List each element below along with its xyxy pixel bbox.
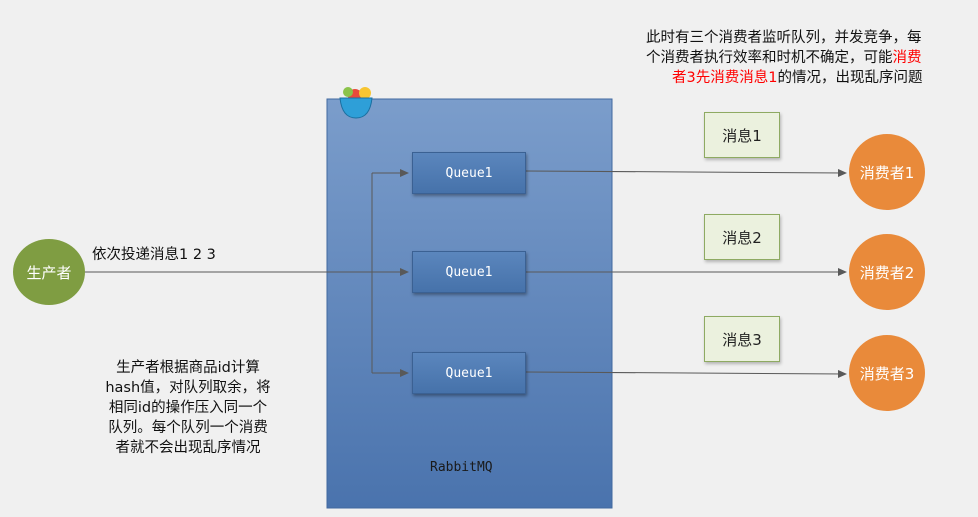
queue-2: Queue1: [412, 251, 526, 293]
consumer-2-node: 消费者2: [849, 234, 925, 310]
competition-note-line-2: 个消费者执行效率和时机不确定，可能消费: [646, 48, 976, 68]
ordering-note-line-1: 生产者根据商品id计算: [116, 360, 260, 376]
queue-1-label: Queue1: [445, 165, 493, 181]
competition-note-line-3-text: 的情况，出现乱序问题: [777, 70, 923, 86]
message-1-box: 消息1: [704, 112, 780, 158]
send-order-label: 依次投递消息1 2 3: [92, 245, 216, 265]
rabbitmq-label-text: RabbitMQ: [430, 460, 493, 475]
queue-2-label: Queue1: [445, 264, 493, 280]
send-order-text: 依次投递消息1 2 3: [92, 247, 216, 263]
ordering-note-line-3: 相同id的操作压入同一个: [108, 400, 268, 416]
rabbitmq-label: RabbitMQ: [430, 460, 493, 475]
ordering-solution-note: 生产者根据商品id计算 hash值，对队列取余，将 相同id的操作压入同一个 队…: [88, 358, 288, 458]
consumer-3-label: 消费者3: [859, 364, 915, 383]
competition-note-line-1: 此时有三个消费者监听队列，并发竞争，每: [646, 30, 922, 46]
consumer-2-label: 消费者2: [859, 263, 915, 282]
consumer-3-node: 消费者3: [849, 335, 925, 411]
ordering-note-line-4: 队列。每个队列一个消费: [108, 420, 268, 436]
competition-note-line-2-text: 个消费者执行效率和时机不确定，可能: [646, 50, 893, 66]
consumer-1-node: 消费者1: [849, 134, 925, 210]
competition-note: 此时有三个消费者监听队列，并发竞争，每 个消费者执行效率和时机不确定，可能消费 …: [646, 28, 976, 88]
producer-node: 生产者: [13, 239, 85, 305]
competition-note-line-3-highlight: 者3先消费消息1: [672, 70, 778, 86]
competition-note-line-3: 者3先消费消息1的情况，出现乱序问题: [646, 68, 976, 88]
ordering-note-line-5: 者就不会出现乱序情况: [115, 440, 261, 456]
rabbitmq-logo-icon: [339, 87, 373, 119]
ordering-note-line-2: hash值，对队列取余，将: [105, 380, 271, 396]
queue-1: Queue1: [412, 152, 526, 194]
message-3-label: 消息3: [722, 330, 762, 349]
queue1-to-consumer1-line: [525, 168, 847, 177]
queue-3: Queue1: [412, 352, 526, 394]
message-2-box: 消息2: [704, 214, 780, 260]
consumer-1-label: 消费者1: [859, 163, 915, 182]
message-3-box: 消息3: [704, 316, 780, 362]
producer-label: 生产者: [26, 263, 72, 282]
queue3-to-consumer3-line: [525, 369, 847, 378]
message-1-label: 消息1: [722, 126, 762, 145]
queue-3-label: Queue1: [445, 365, 493, 381]
message-2-label: 消息2: [722, 228, 762, 247]
competition-note-line-2-highlight: 消费: [892, 50, 922, 66]
